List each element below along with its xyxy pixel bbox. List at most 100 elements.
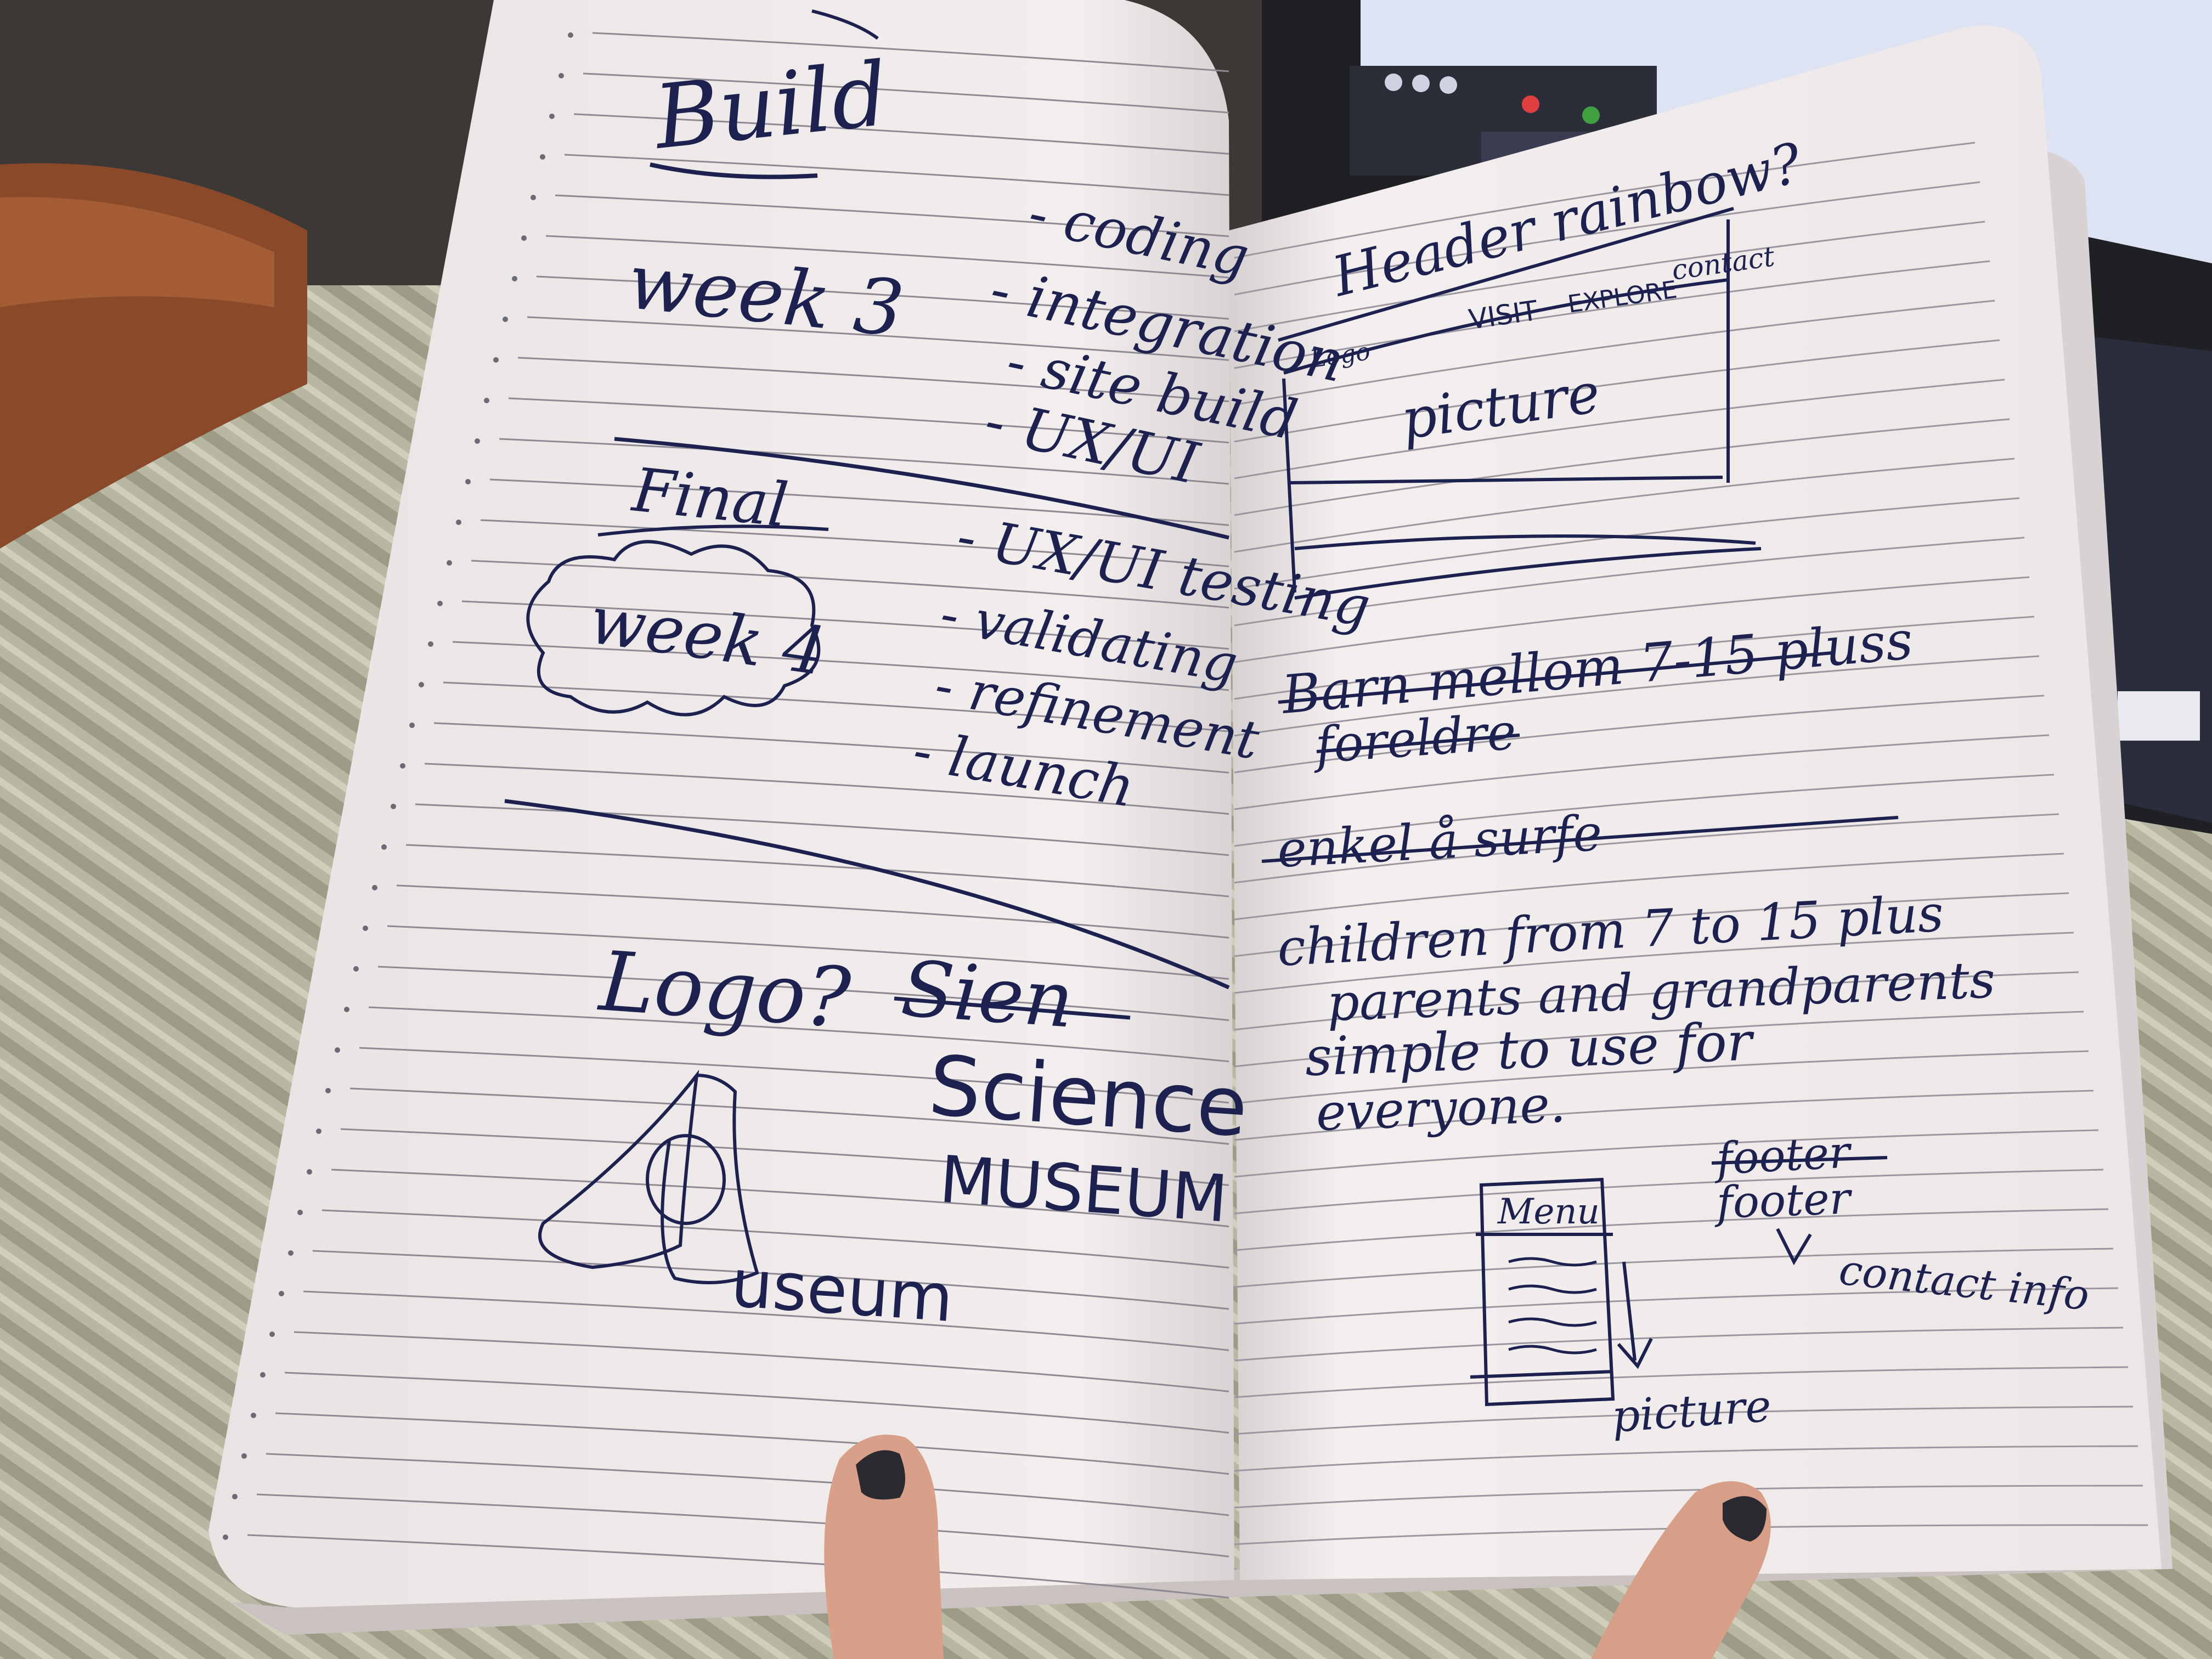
ruled-line <box>1234 1208 2109 1251</box>
margin-dot <box>484 398 489 403</box>
right-page-rules <box>1234 142 2148 1545</box>
note-1-strike <box>1278 651 1833 704</box>
margin-dot <box>493 357 499 363</box>
ruled-line <box>1234 813 2059 884</box>
margin-dot <box>409 723 415 728</box>
margin-dot <box>549 114 555 119</box>
ruled-line <box>1234 537 2025 627</box>
mobile-menu-label: Menu <box>1497 1192 1600 1232</box>
logo-mark-sketch <box>538 1069 759 1284</box>
note-2-strike <box>1316 733 1520 753</box>
margin-dot <box>456 520 461 525</box>
right-thumbnail <box>1723 1496 1767 1542</box>
ruled-line <box>1234 339 2000 443</box>
ruled-line <box>452 641 1229 691</box>
section-divider <box>614 437 1229 540</box>
ruled-line <box>1234 221 1985 332</box>
museum-mark-word: useum <box>729 1245 956 1337</box>
ruled-line <box>1234 1090 2094 1141</box>
scroll-arrow <box>1617 1261 1653 1369</box>
ruled-line <box>415 803 1229 856</box>
ruled-line <box>303 1290 1229 1351</box>
ruled-line <box>424 763 1229 815</box>
margin-dot <box>279 1291 284 1296</box>
margin-dot <box>363 926 368 931</box>
ruled-line <box>1234 1050 2089 1104</box>
ruled-line <box>396 884 1229 939</box>
margin-dot <box>288 1250 294 1256</box>
left-thumb <box>824 1435 944 1659</box>
margin-dots <box>223 32 573 1540</box>
margin-dot <box>400 763 405 769</box>
margin-dot <box>521 235 527 241</box>
ruled-line <box>1234 1169 2104 1215</box>
ruled-line <box>1234 1129 2099 1178</box>
ruled-line <box>1234 734 2050 810</box>
margin-dot <box>335 1047 340 1053</box>
ruled-line <box>1234 695 2045 774</box>
margin-dot <box>447 560 452 566</box>
note-3-strike <box>1261 816 1899 863</box>
logo-question: Logo? <box>595 934 854 1047</box>
left-page-rules <box>247 32 1229 1599</box>
margin-dot <box>260 1372 266 1378</box>
margin-dot <box>251 1413 256 1418</box>
logo-mark-circle <box>646 1134 726 1225</box>
margin-dot <box>558 73 564 78</box>
ruled-line <box>555 194 1229 238</box>
long-curve-stroke <box>504 799 1230 990</box>
ruled-line <box>1234 1524 2148 1545</box>
logo-struck-word: Sien <box>899 944 1076 1045</box>
margin-dot <box>437 601 443 606</box>
ruled-line <box>1234 655 2040 737</box>
science-word: Science <box>926 1038 1250 1155</box>
margin-dot <box>568 32 573 38</box>
ruled-line <box>312 1250 1229 1310</box>
ruled-line <box>284 1372 1229 1434</box>
margin-dot <box>307 1169 312 1175</box>
ruled-line <box>368 1006 1229 1063</box>
margin-dot <box>428 641 433 647</box>
ruled-line <box>480 519 1229 567</box>
ruled-line <box>1234 1287 2119 1325</box>
ruled-line <box>1234 853 2064 921</box>
ruled-line <box>443 681 1229 732</box>
ruled-line <box>331 1169 1229 1228</box>
ruled-line <box>545 235 1229 279</box>
logo-strike <box>894 996 1131 1020</box>
ruled-line <box>461 600 1229 650</box>
margin-dot <box>223 1534 228 1540</box>
ruled-line <box>1234 1445 2138 1472</box>
ruled-line <box>471 560 1229 609</box>
ruled-line <box>1234 418 2010 516</box>
margin-dot <box>344 1007 349 1012</box>
left-page-content: Build week 3 - coding - integration - si… <box>504 9 1375 1337</box>
margin-dot <box>475 438 480 444</box>
ruled-line <box>433 722 1229 774</box>
build-heading: Build <box>648 42 893 169</box>
margin-dot <box>465 479 471 484</box>
ruled-line <box>1234 1366 2129 1398</box>
margin-dot <box>353 966 359 972</box>
note-7: everyone. <box>1315 1075 1567 1142</box>
build-underline <box>650 162 818 179</box>
ruled-line <box>1234 181 1980 296</box>
margin-dot <box>540 154 545 160</box>
ruled-line <box>1234 260 1990 369</box>
ruled-line <box>1234 458 2015 553</box>
margin-dot <box>232 1494 238 1499</box>
margin-dot <box>372 885 377 890</box>
margin-dot <box>419 682 424 687</box>
margin-dot <box>269 1331 275 1337</box>
fingers <box>824 1435 1771 1659</box>
ruled-line <box>1234 932 2074 994</box>
right-page <box>1229 25 2162 1580</box>
ruled-line <box>1234 1011 2084 1068</box>
ruled-line <box>275 1412 1229 1475</box>
left-thumbnail <box>856 1450 905 1500</box>
ruled-line <box>1234 379 2005 479</box>
ruled-line <box>349 1087 1229 1145</box>
ruled-line <box>1234 300 1995 406</box>
ruled-line <box>517 357 1229 403</box>
margin-dot <box>297 1210 303 1215</box>
